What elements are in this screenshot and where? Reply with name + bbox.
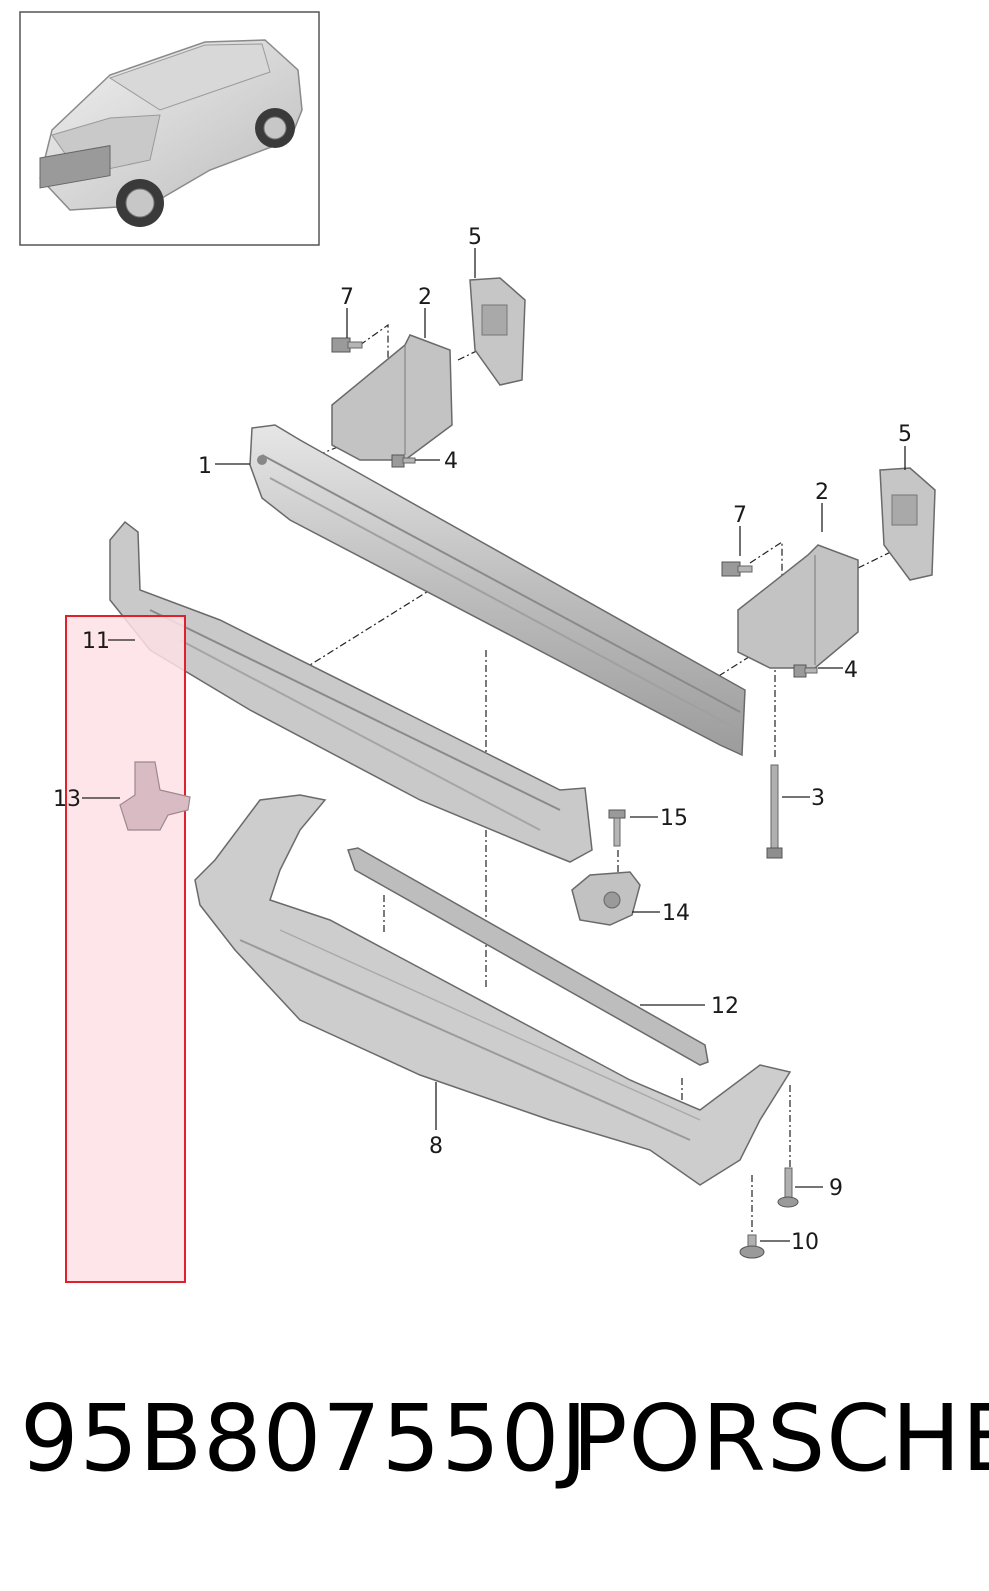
callout-12: 12	[711, 994, 739, 1019]
callout-14: 14	[662, 901, 690, 926]
caption: 95B807550J PORSCHE	[0, 1385, 989, 1515]
clip-10	[739, 1234, 765, 1259]
lower-carrier	[194, 794, 792, 1186]
callouts: 1 2 2 3 4 4 5 5 7 7 8 9 10 11 12 13 14 1…	[53, 225, 912, 1255]
bolt-7-left	[331, 337, 363, 353]
vehicle-thumbnail	[19, 11, 320, 246]
stud-9	[777, 1167, 799, 1208]
brand-name: PORSCHE	[572, 1385, 989, 1492]
callout-10: 10	[791, 1230, 819, 1255]
sensor-bracket-14	[571, 871, 641, 926]
callout-1: 1	[198, 454, 212, 479]
callout-7-left: 7	[340, 285, 354, 310]
long-bolt	[766, 764, 783, 859]
console-bracket-left	[469, 277, 526, 386]
bumper-reinforcement-beam	[249, 424, 746, 757]
callout-5-right: 5	[898, 422, 912, 447]
bolt-4-left	[391, 454, 416, 468]
energy-absorber	[109, 520, 593, 863]
bolt-7-right	[721, 561, 753, 577]
part-number: 95B807550J	[20, 1385, 589, 1492]
callout-15: 15	[660, 806, 688, 831]
callout-5-left: 5	[468, 225, 482, 250]
callout-4-right: 4	[844, 658, 858, 683]
mounting-bracket-right	[737, 544, 859, 669]
mounting-bracket-left	[331, 334, 453, 461]
callout-2-left: 2	[418, 285, 432, 310]
console-bracket-right	[879, 467, 936, 581]
bracket-13	[119, 761, 191, 831]
callout-9: 9	[829, 1176, 843, 1201]
callout-8: 8	[429, 1134, 443, 1159]
highlight-box	[65, 615, 186, 1283]
callout-4-left: 4	[444, 449, 458, 474]
callout-7-right: 7	[733, 503, 747, 528]
callout-3: 3	[811, 786, 825, 811]
leader-lines	[82, 248, 906, 1242]
bolt-4-right	[793, 664, 818, 678]
callout-13: 13	[53, 787, 81, 812]
callout-11: 11	[82, 629, 110, 654]
air-deflector-strip	[347, 847, 709, 1066]
screw-15	[608, 809, 626, 847]
callout-2-right: 2	[815, 480, 829, 505]
